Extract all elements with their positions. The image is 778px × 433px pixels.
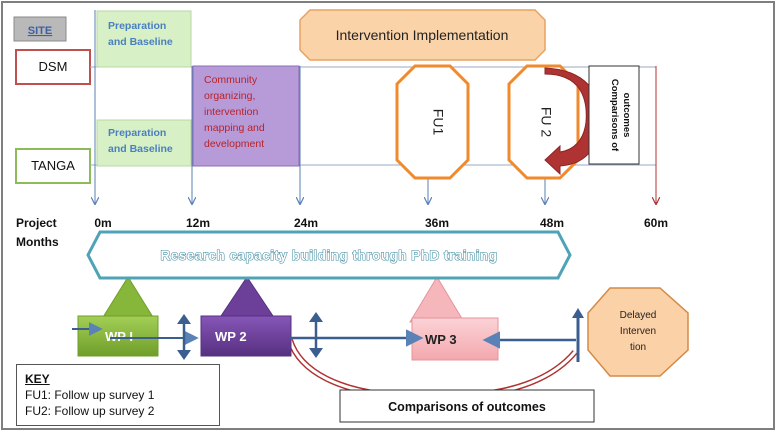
tick-label-0m: 0m xyxy=(94,216,111,230)
tick-label-36m: 36m xyxy=(425,216,449,230)
intervention-banner xyxy=(299,9,546,61)
comparisons-vertical-box xyxy=(588,65,640,165)
tick-arrows xyxy=(95,10,656,204)
prep-tanga-box xyxy=(96,119,192,167)
delayed-line1: Delayed xyxy=(620,310,657,321)
tick-label-24m: 24m xyxy=(294,216,318,230)
fu1-label: FU1 xyxy=(430,109,446,136)
wp3-label: WP 3 xyxy=(425,332,457,347)
key-item-fu2: FU2: Follow up survey 2 xyxy=(25,404,155,418)
double-arrow-1-heads xyxy=(177,314,191,360)
prep-dsm-line2: and Baseline xyxy=(108,36,173,48)
community-line5: development xyxy=(204,138,264,150)
key-item-fu1: FU1: Follow up survey 1 xyxy=(25,388,155,402)
wp2-box xyxy=(200,315,292,357)
prep-tanga-line1: Preparation xyxy=(108,127,166,139)
double-arrow-2-heads xyxy=(309,312,323,358)
site-header: SITE xyxy=(28,25,52,37)
tick-label-12m: 12m xyxy=(186,216,210,230)
site-dsm-label: DSM xyxy=(39,59,68,74)
fu1-octagon xyxy=(395,64,470,180)
key-title: KEY xyxy=(25,372,50,386)
key-box: KEY FU1: Follow up survey 1 FU2: Follow … xyxy=(16,364,220,426)
intervention-label: Intervention Implementation xyxy=(336,27,509,43)
community-line3: intervention xyxy=(204,106,258,118)
delayed-octagon xyxy=(587,287,689,377)
tick-label-48m: 48m xyxy=(540,216,564,230)
double-arrow-2 xyxy=(309,312,323,358)
double-arrow-1 xyxy=(177,314,191,360)
site-tanga-box xyxy=(15,148,91,184)
tick-label-60m: 60m xyxy=(644,216,668,230)
community-box xyxy=(192,65,300,167)
community-line1: Community xyxy=(204,74,258,86)
delayed-line3: tion xyxy=(630,342,646,353)
community-line4: mapping and xyxy=(204,122,265,134)
site-header-box xyxy=(13,16,67,42)
prep-dsm-box xyxy=(96,10,192,68)
community-line2: organizing, xyxy=(204,90,255,102)
wp2-label: WP 2 xyxy=(215,329,247,344)
project-months-line2: Months xyxy=(16,235,59,249)
prep-tanga-line2: and Baseline xyxy=(108,143,173,155)
comparisons-bottom-label: Comparisons of outcomes xyxy=(388,400,546,414)
site-tanga-label: TANGA xyxy=(31,158,75,173)
delayed-line2: Interven xyxy=(620,326,656,337)
project-months-line1: Project xyxy=(16,216,57,230)
fu2-label: FU 2 xyxy=(538,107,554,138)
wp1-label: WP I xyxy=(105,329,133,344)
comparisons-vertical-line1: Comparisons of xyxy=(609,79,620,152)
comparisons-bottom-box xyxy=(339,389,595,423)
research-banner xyxy=(86,230,572,280)
research-banner-label: Research capacity building through PhD t… xyxy=(160,248,497,263)
comparisons-vertical-line2: outcomes xyxy=(621,93,632,138)
delayed-vertical-bar-head xyxy=(572,308,584,318)
prep-dsm-line1: Preparation xyxy=(108,20,166,32)
